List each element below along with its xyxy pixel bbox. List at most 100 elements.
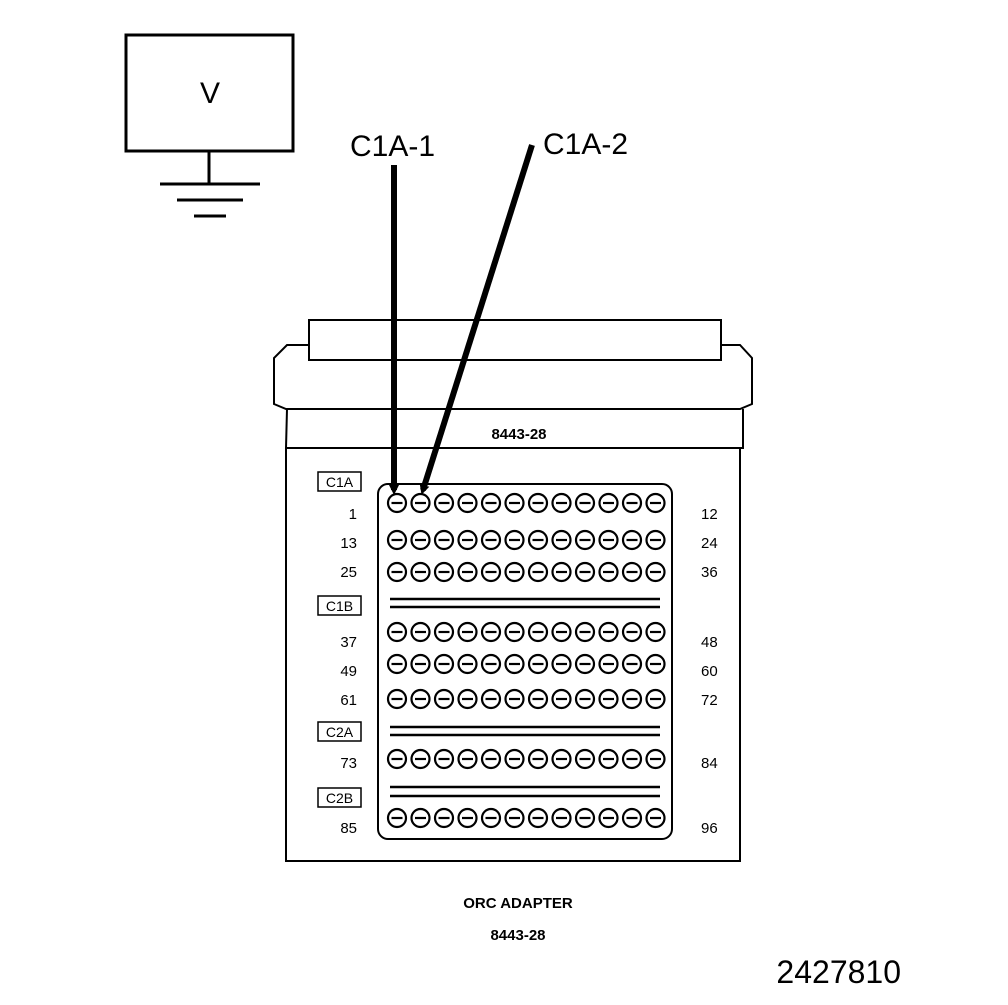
row-end-number: 96 (701, 820, 718, 837)
svg-text:C2B: C2B (326, 790, 353, 806)
pin-grid (386, 492, 666, 829)
pin-socket (457, 621, 478, 643)
pin-socket (527, 748, 549, 770)
pin-socket (386, 653, 408, 675)
pin-socket (457, 807, 478, 829)
pin-socket (621, 529, 643, 551)
pin-socket (551, 561, 572, 583)
pin-socket (386, 492, 408, 514)
pin-socket (480, 748, 502, 770)
pin-socket (480, 492, 502, 514)
pin-socket (504, 561, 525, 583)
pin-socket (504, 621, 525, 643)
pin-socket (645, 492, 666, 514)
row-start-number: 13 (340, 535, 357, 552)
pin-socket (410, 653, 431, 675)
pin-socket (480, 653, 502, 675)
pin-socket (410, 748, 431, 770)
pin-socket (504, 492, 525, 514)
pin-socket (645, 653, 666, 675)
pin-socket (598, 621, 619, 643)
svg-text:C2A: C2A (326, 724, 354, 740)
caption-part-number: 8443-28 (490, 927, 545, 944)
pin-socket (598, 561, 619, 583)
pin-socket (386, 688, 408, 710)
row-end-number: 48 (701, 634, 718, 651)
ground-symbol (160, 151, 260, 218)
pin-socket (645, 529, 666, 551)
pin-socket (574, 529, 596, 551)
pin-socket (621, 807, 643, 829)
adapter-part-number: 8443-28 (491, 426, 546, 443)
pin-socket (433, 621, 455, 643)
pin-socket (527, 621, 549, 643)
pin-socket (433, 688, 455, 710)
pin-socket (621, 492, 643, 514)
pin-socket (410, 688, 431, 710)
voltmeter: V (124, 33, 295, 153)
voltmeter-symbol: V (200, 77, 220, 110)
pin-socket (527, 653, 549, 675)
pin-socket (551, 492, 572, 514)
pin-socket (457, 561, 478, 583)
pin-socket (433, 561, 455, 583)
group-label-c1b: C1B (317, 595, 362, 616)
row-start-number: 73 (340, 755, 357, 772)
row-end-number: 36 (701, 564, 718, 581)
pin-socket (504, 748, 525, 770)
pin-socket (574, 561, 596, 583)
pin-socket (527, 561, 549, 583)
group-separators (390, 597, 660, 798)
row-start-number: 61 (340, 692, 357, 709)
pin-socket (433, 748, 455, 770)
pin-socket (574, 653, 596, 675)
pin-socket (457, 492, 478, 514)
pin-socket (574, 621, 596, 643)
pin-row (386, 492, 666, 514)
pin-socket (598, 492, 619, 514)
row-start-number: 1 (349, 506, 357, 523)
pin-socket (621, 748, 643, 770)
pin-socket (645, 561, 666, 583)
pin-socket (480, 621, 502, 643)
pin-socket (551, 688, 572, 710)
adapter-body: 8443-28 (273, 319, 753, 862)
pin-socket (551, 748, 572, 770)
pin-socket (504, 807, 525, 829)
pin-socket (598, 529, 619, 551)
row-end-number: 60 (701, 663, 718, 680)
pin-socket (480, 529, 502, 551)
callout-label-c1a-2: C1A-2 (543, 128, 628, 161)
pin-socket (410, 621, 431, 643)
pin-socket (410, 529, 431, 551)
pin-socket (410, 807, 431, 829)
callout-label-c1a-1: C1A-1 (350, 130, 435, 163)
group-label-c2a: C2A (317, 721, 362, 742)
pin-socket (621, 653, 643, 675)
pin-socket (480, 688, 502, 710)
probe-arrow-c1a-2 (419, 144, 535, 495)
group-label-c2b: C2B (317, 787, 362, 808)
svg-text:C1A: C1A (326, 474, 354, 490)
svg-text:C1B: C1B (326, 598, 353, 614)
pin-socket (645, 807, 666, 829)
pin-socket (621, 621, 643, 643)
pin-row (386, 561, 666, 583)
pin-socket (386, 807, 408, 829)
row-end-number: 12 (701, 506, 718, 523)
pin-socket (598, 688, 619, 710)
pin-socket (527, 807, 549, 829)
pin-socket (574, 748, 596, 770)
pin-socket (551, 807, 572, 829)
pin-socket (527, 688, 549, 710)
caption-title: ORC ADAPTER (463, 895, 573, 912)
pin-socket (480, 561, 502, 583)
group-label-c1a: C1A (317, 471, 362, 492)
row-start-number: 25 (340, 564, 357, 581)
row-start-number: 49 (340, 663, 357, 680)
pin-socket (598, 807, 619, 829)
pin-socket (410, 561, 431, 583)
row-start-number: 85 (340, 820, 357, 837)
pin-row (386, 621, 666, 643)
